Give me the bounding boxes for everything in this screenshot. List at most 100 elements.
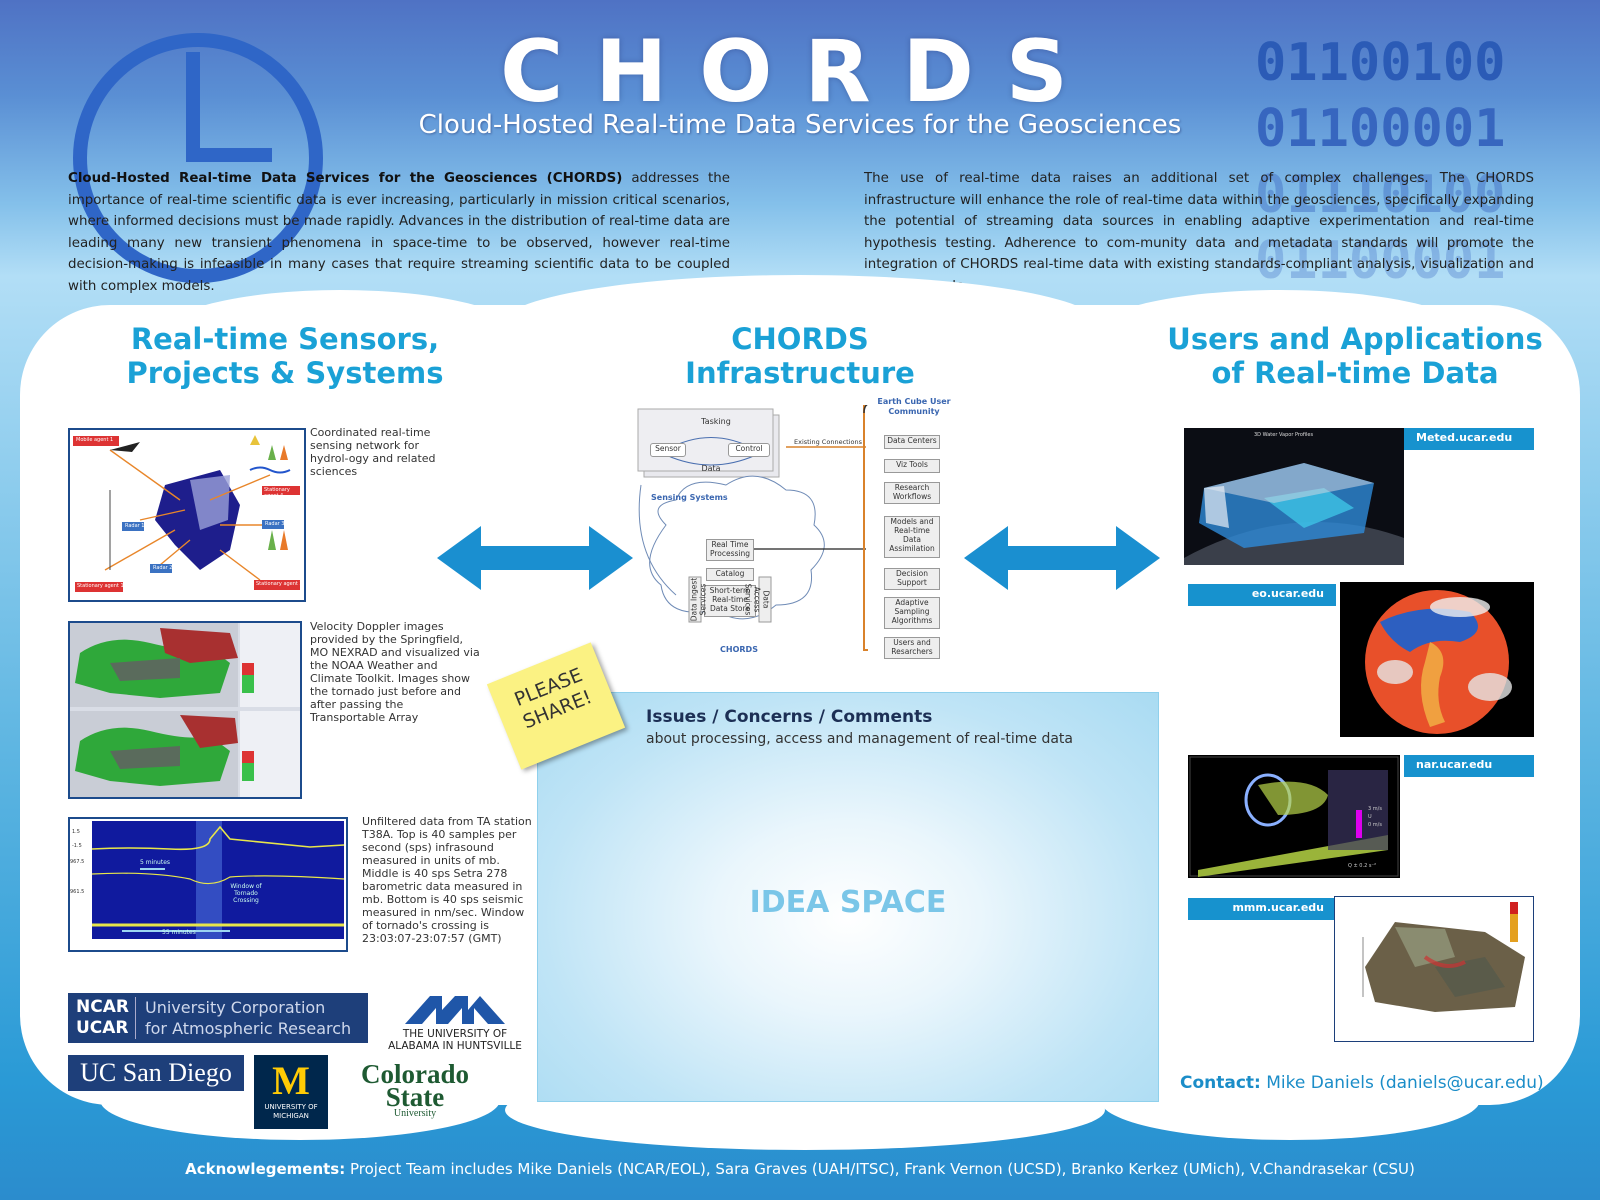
diagram-label: CHORDS bbox=[720, 645, 758, 654]
user-box: Decision Support bbox=[884, 568, 940, 590]
intro-right: The use of real-time data raises an addi… bbox=[864, 171, 1534, 294]
map-label: Radar 3 bbox=[265, 521, 285, 527]
heading-line: Real-time Sensors, bbox=[130, 322, 440, 356]
user-box: Data Centers bbox=[884, 435, 940, 449]
tick-label: 1.5 bbox=[72, 829, 80, 835]
intro-left-text: addresses the importance of real-time sc… bbox=[68, 171, 731, 294]
binary-line: 01100001 bbox=[1255, 231, 1506, 291]
ucar-name: University Corporation for Atmospheric R… bbox=[145, 997, 351, 1039]
umich-name: UNIVERSITY OF MICHIGAN bbox=[254, 1103, 328, 1121]
binary-line: 01100001 bbox=[1255, 99, 1506, 159]
ack-text: Project Team includes Mike Daniels (NCAR… bbox=[345, 1160, 1415, 1178]
map-label: Radar 1 bbox=[125, 523, 145, 529]
map-label: Stationary agent 4 bbox=[264, 487, 290, 499]
apps-heading: Users and Applications of Real-time Data bbox=[1160, 322, 1550, 390]
flow-legend-item: Q ± 0.2 s⁻² bbox=[1348, 863, 1377, 869]
heading-line: CHORDS bbox=[731, 322, 869, 356]
intro-left-bold: Cloud-Hosted Real-time Data Services for… bbox=[68, 171, 623, 186]
legend-item: U bbox=[1368, 814, 1372, 820]
logo-text: Colorado bbox=[361, 1059, 469, 1089]
logo-text: State bbox=[385, 1082, 445, 1112]
idea-subheading: about processing, access and management … bbox=[646, 731, 1073, 747]
diagram-box: Control bbox=[728, 443, 770, 457]
contact-text[interactable]: Mike Daniels (daniels@ucar.edu) bbox=[1260, 1073, 1544, 1093]
uah-name: THE UNIVERSITY OF ALABAMA IN HUNTSVILLE bbox=[380, 1028, 530, 1052]
heading-line: of Real-time Data bbox=[1211, 356, 1499, 390]
uah-mark bbox=[405, 996, 505, 1024]
water-vapor-figure: 3D Water Vapor Profiles bbox=[1184, 428, 1404, 565]
infrasound-caption: Unfiltered data from TA station T38A. To… bbox=[362, 815, 532, 945]
intro-left: Cloud-Hosted Real-time Data Services for… bbox=[68, 168, 730, 297]
map-label: Mobile agent 1 bbox=[76, 437, 114, 443]
contact-label: Contact: bbox=[1180, 1073, 1261, 1093]
logo-text: NCAR bbox=[76, 997, 129, 1017]
legend-item: 3 m/s bbox=[1368, 806, 1382, 812]
diagram-label: Tasking bbox=[701, 417, 731, 426]
doppler-figure bbox=[68, 621, 302, 799]
diagram-label: Existing Connections bbox=[794, 438, 862, 446]
umich-m-icon: M bbox=[272, 1058, 310, 1103]
diagram-label: Data bbox=[701, 464, 721, 473]
cloud-bump bbox=[160, 290, 520, 380]
heading-line: Projects & Systems bbox=[126, 356, 444, 390]
water-vapor-render bbox=[1184, 428, 1404, 565]
tick-label: 967.5 bbox=[70, 859, 85, 865]
diagram-box: Sensor bbox=[650, 443, 686, 457]
binary-line: 01110100 bbox=[1255, 165, 1506, 225]
tick-label: -1.5 bbox=[72, 843, 82, 849]
logo-text: UNIVERSITY OF bbox=[264, 1103, 318, 1111]
terrain-figure bbox=[1334, 896, 1534, 1042]
user-box: Models and Real-time Data Assimilation bbox=[884, 516, 940, 558]
logo-text: MICHIGAN bbox=[273, 1112, 309, 1120]
ncar-ucar-acronyms: NCAR UCAR bbox=[76, 997, 129, 1039]
heading-line: Users and Applications bbox=[1167, 322, 1543, 356]
map-label: Stationary agent 2 bbox=[256, 581, 303, 587]
logo-text: ALABAMA IN HUNTSVILLE bbox=[388, 1040, 522, 1052]
diagram-box: Short-term Real-time Data Store bbox=[704, 585, 756, 617]
double-arrow-right bbox=[964, 526, 1160, 590]
idea-space-label: IDEA SPACE bbox=[749, 885, 947, 920]
double-arrow-left bbox=[437, 526, 633, 590]
map-label: Radar 2 bbox=[153, 565, 173, 571]
figure-label: 3D Water Vapor Profiles bbox=[1254, 432, 1314, 438]
sensor-network-figure: Mobile agent 1 Stationary agent 4 Radar … bbox=[68, 428, 306, 602]
logo-text: for Atmospheric Research bbox=[145, 1019, 352, 1038]
mmm-link[interactable]: mmm.ucar.edu bbox=[1188, 898, 1336, 920]
binary-digits: 01100100 01100001 01110100 01100001 bbox=[1255, 30, 1505, 294]
flow-legend: 3 m/s U 0 m/s bbox=[1368, 805, 1382, 829]
globe-figure bbox=[1340, 582, 1534, 737]
map-label: Stationary agent 1 bbox=[77, 583, 124, 589]
logo-text: University bbox=[393, 1108, 437, 1119]
diagram-label: Sensing Systems bbox=[651, 493, 728, 502]
logo-text: THE UNIVERSITY OF bbox=[402, 1028, 508, 1040]
plot-label: 55 minutes bbox=[162, 929, 196, 936]
idea-space-panel[interactable]: Issues / Concerns / Comments about proce… bbox=[537, 692, 1159, 1102]
logo-text: University Corporation bbox=[145, 998, 326, 1017]
flow-figure: 3 m/s U 0 m/s Q ± 0.2 s⁻² bbox=[1188, 755, 1400, 878]
user-box: Viz Tools bbox=[884, 459, 940, 473]
flow-render bbox=[1188, 755, 1400, 878]
clock-hand bbox=[186, 148, 272, 162]
cloud-bump bbox=[1100, 1060, 1480, 1140]
acknowledgements: Acknowlegements: Project Team includes M… bbox=[0, 1160, 1600, 1178]
nar-link[interactable]: nar.ucar.edu bbox=[1404, 755, 1534, 777]
legend-item: 0 m/s bbox=[1368, 822, 1382, 828]
infrasound-figure: 1.5 -1.5 967.5 961.5 5 minutes Window of… bbox=[68, 817, 348, 952]
uah-logo: THE UNIVERSITY OF ALABAMA IN HUNTSVILLE bbox=[380, 990, 530, 1052]
user-box: Users and Resarchers bbox=[884, 637, 940, 659]
heading-line: Infrastructure bbox=[685, 356, 915, 390]
logo-divider bbox=[135, 997, 136, 1039]
infrastructure-heading: CHORDS Infrastructure bbox=[620, 322, 980, 390]
idea-heading: Issues / Concerns / Comments bbox=[646, 707, 933, 727]
tick-label: 961.5 bbox=[70, 889, 85, 895]
logo-text: UCAR bbox=[76, 1018, 129, 1038]
user-box: Research Workflows bbox=[884, 482, 940, 504]
contact: Contact: Mike Daniels (daniels@ucar.edu) bbox=[1180, 1073, 1544, 1093]
diagram-box: Data Access Services bbox=[744, 576, 772, 623]
eo-link[interactable]: eo.ucar.edu bbox=[1188, 584, 1336, 606]
diagram-box: Real Time Processing bbox=[706, 539, 754, 561]
meted-link[interactable]: Meted.ucar.edu bbox=[1404, 428, 1534, 450]
poster-subtitle: Cloud-Hosted Real-time Data Services for… bbox=[418, 110, 1182, 140]
cloud-bump bbox=[500, 275, 1100, 375]
infrasound-plot bbox=[91, 821, 345, 939]
